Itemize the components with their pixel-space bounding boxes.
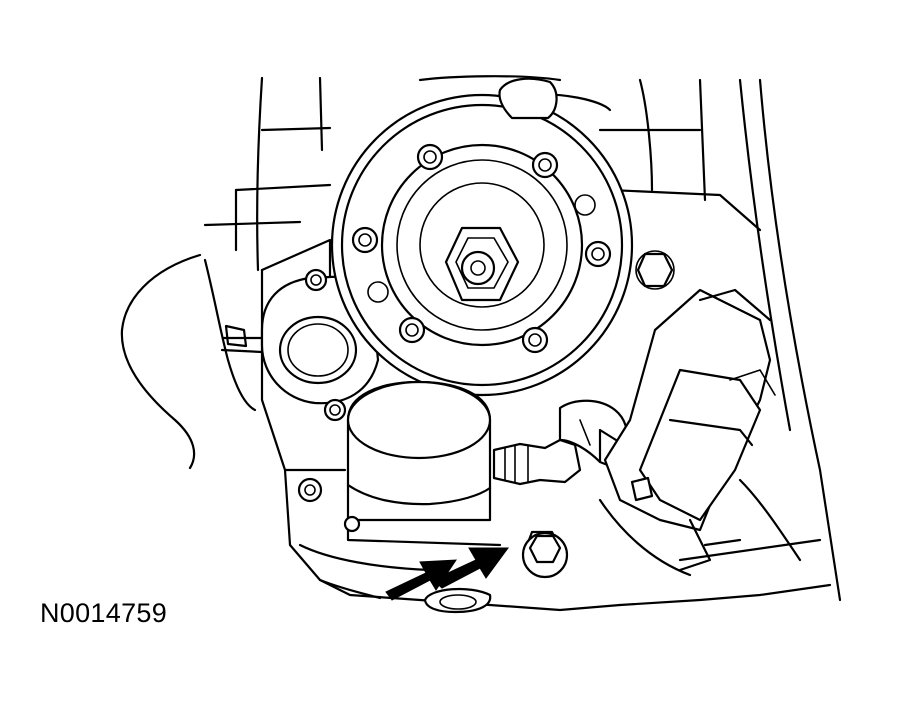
water-pump-pulley xyxy=(330,93,634,397)
pump-inlet-pipe xyxy=(343,380,502,547)
pump-housing xyxy=(260,238,832,612)
arrow-right-icon xyxy=(432,547,509,589)
upper-hose xyxy=(498,77,558,120)
coolant-hose-left xyxy=(120,253,264,470)
mounting-bolts xyxy=(521,250,675,579)
figure-id-label: N0014759 xyxy=(40,598,168,628)
sensor-module xyxy=(603,288,802,572)
engine-block-outline xyxy=(203,75,842,602)
drain-plug xyxy=(423,587,492,614)
indicator-arrows xyxy=(385,547,509,601)
